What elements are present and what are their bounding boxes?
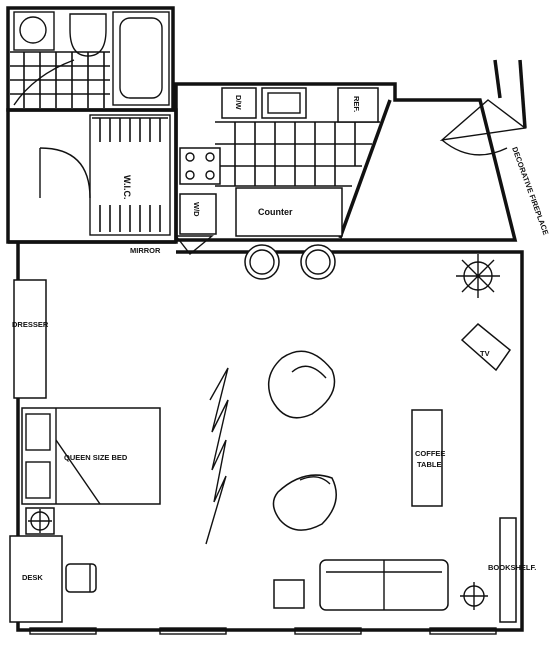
sink-basin-icon	[19, 16, 47, 44]
dishwasher-label: D/W	[234, 95, 243, 111]
counter-label: Counter	[258, 207, 293, 217]
coffee-table-label-1: COFFEE	[415, 449, 445, 458]
bed-label: QUEEN SIZE BED	[64, 453, 128, 462]
armchair	[267, 350, 336, 419]
toilet-icon	[69, 13, 107, 57]
closet-door-swing	[39, 147, 91, 199]
fireplace-label: DECORATIVE FIREPLACE	[510, 146, 550, 237]
armchair	[272, 474, 337, 531]
dresser-label: DRESSER	[12, 320, 49, 329]
burner-icon	[205, 170, 215, 180]
plant-icon	[456, 254, 500, 298]
dishwasher	[221, 87, 257, 119]
desk	[9, 535, 63, 623]
burner-icon	[205, 152, 215, 162]
washer-dryer	[179, 193, 217, 235]
desk-label: DESK	[22, 573, 43, 582]
mirror-icon	[174, 235, 214, 255]
entry-door-swing	[441, 139, 508, 156]
washer-dryer-label: W/D	[192, 202, 201, 217]
mirror-label: MIRROR	[130, 246, 161, 255]
closet-shelving	[92, 117, 168, 232]
sofa	[319, 559, 449, 611]
pillow	[25, 461, 51, 499]
bookshelf-label: BOOKSHELF.	[488, 563, 536, 572]
dresser	[13, 279, 47, 399]
tv-stand	[460, 322, 512, 372]
entry-door	[439, 99, 527, 142]
bathtub	[112, 11, 170, 106]
stove	[179, 147, 221, 185]
closet: W.I.C.	[6, 108, 178, 244]
folding-screen	[205, 367, 229, 545]
bathroom-sink	[13, 11, 55, 51]
desk-chair	[65, 563, 97, 593]
pillow	[25, 413, 51, 451]
burner-icon	[185, 170, 195, 180]
kitchen-tile	[215, 121, 380, 187]
queen-size-bed: QUEEN SIZE BED	[21, 407, 161, 505]
bathroom-tile	[10, 51, 110, 108]
side-table	[273, 579, 305, 609]
burner-icon	[185, 152, 195, 162]
refrigerator-label: REF.	[352, 96, 361, 112]
refrigerator	[337, 87, 379, 123]
kitchen: D/W REF. W/D Counter	[174, 59, 527, 242]
walk-in-closet-label: W.I.C.	[122, 175, 132, 200]
bathroom	[6, 6, 175, 112]
counter	[235, 187, 343, 237]
tv-label: TV	[480, 349, 490, 358]
coffee-table	[411, 409, 443, 507]
windows	[29, 627, 497, 635]
coffee-table-label-2: TABLE	[417, 460, 441, 469]
bookshelf	[499, 517, 517, 623]
